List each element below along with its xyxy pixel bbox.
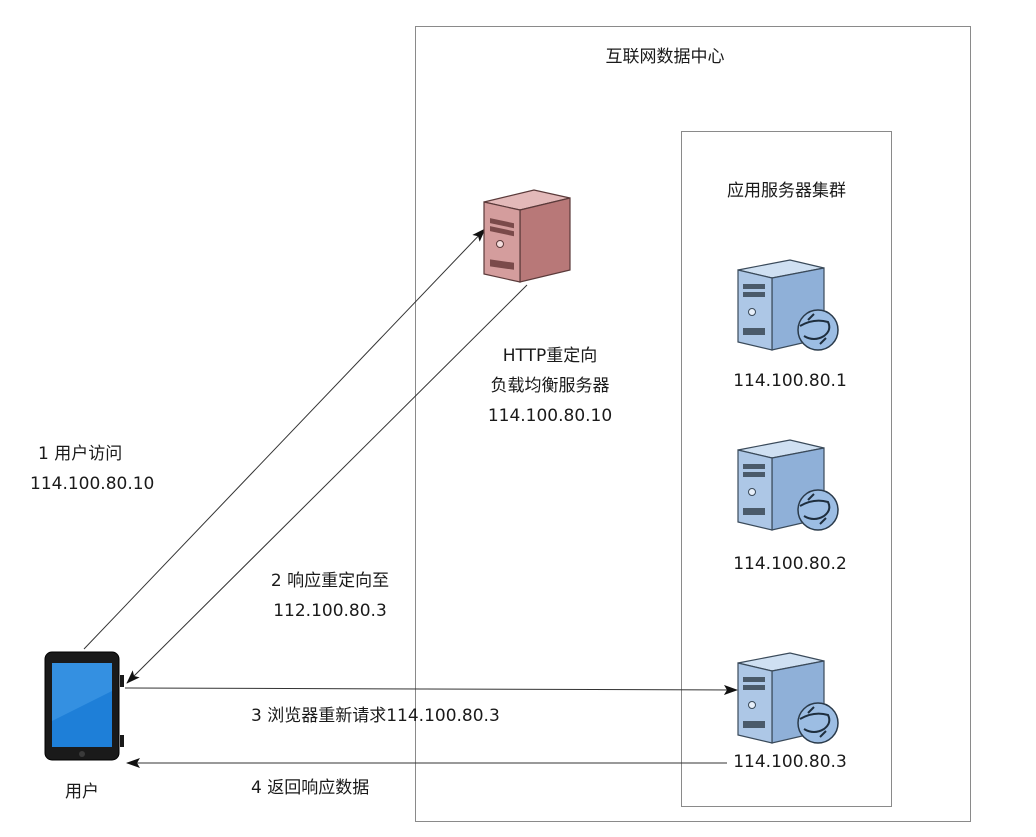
step1-line2: 114.100.80.10 xyxy=(30,474,155,494)
step2-label: 2 响应重定向至 112.100.80.3 xyxy=(230,568,430,624)
load-balancer-ip: 114.100.80.10 xyxy=(487,406,613,426)
server-ip-1: 114.100.80.1 xyxy=(733,371,847,391)
cluster-title: 应用服务器集群 xyxy=(727,181,846,201)
step4-label: 4 返回响应数据 xyxy=(251,778,370,798)
load-balancer-label: HTTP重定向 负载均衡服务器 114.100.80.10 xyxy=(450,343,650,429)
server-ip-3: 114.100.80.3 xyxy=(733,752,847,772)
step1-line1: 1 用户访问 xyxy=(38,444,123,464)
step3-label: 3 浏览器重新请求114.100.80.3 xyxy=(251,706,500,726)
step2-line1: 2 响应重定向至 xyxy=(270,571,390,591)
user-label: 用户 xyxy=(65,782,99,802)
server-globe-icon xyxy=(737,439,839,531)
step2-line2: 112.100.80.3 xyxy=(273,601,387,621)
arrow-step1-user-to-lb xyxy=(83,228,486,650)
server-ip-2: 114.100.80.2 xyxy=(733,554,847,574)
arrow-step3-user-to-server3 xyxy=(124,684,738,695)
step1-label: 1 用户访问 114.100.80.10 xyxy=(30,441,230,497)
server-globe-icon xyxy=(737,259,839,351)
arrow-step2-lb-to-user xyxy=(126,284,528,684)
load-balancer-line1: HTTP重定向 xyxy=(502,346,598,366)
server-tower-icon xyxy=(483,189,571,283)
load-balancer-line2: 负载均衡服务器 xyxy=(490,376,610,396)
datacenter-title: 互联网数据中心 xyxy=(605,47,725,67)
server-globe-icon xyxy=(737,652,839,744)
tablet-icon xyxy=(44,651,124,761)
